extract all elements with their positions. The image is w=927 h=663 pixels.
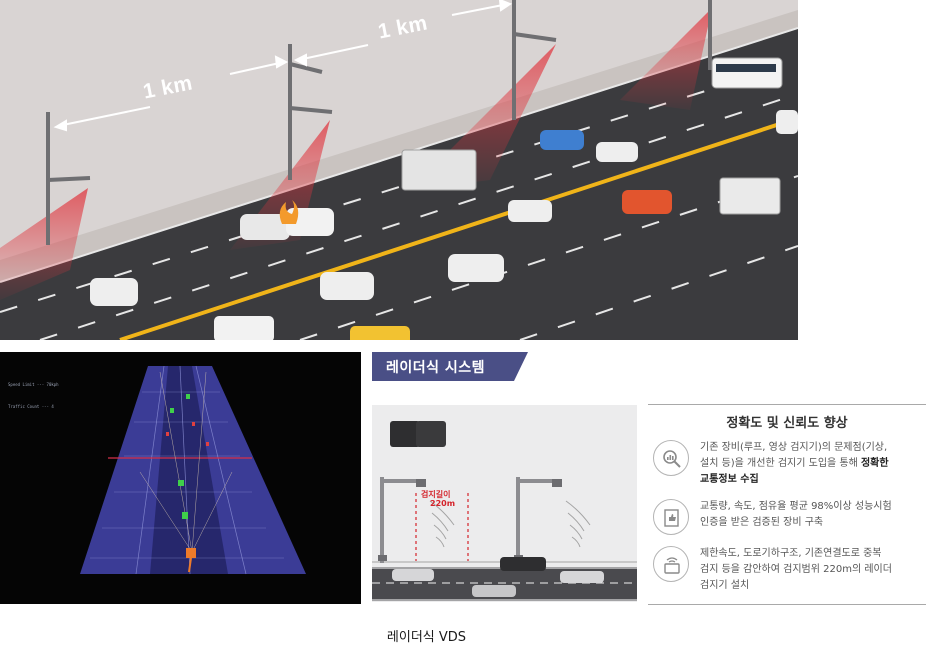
radar-device-icon xyxy=(653,546,689,582)
road-vehicles xyxy=(392,557,604,597)
info-bottom-divider xyxy=(648,604,926,605)
radar-count-readout: Traffic Count --- 4 xyxy=(8,404,54,409)
info-item: 교통량, 속도, 점유율 평균 98%이상 성능시험 인증을 받은 검증된 장비… xyxy=(648,499,926,543)
gantry-poles xyxy=(46,0,712,245)
certificate-thumb-icon xyxy=(653,499,689,535)
info-item-2-line2: 인증을 받은 검증된 장비 구축 xyxy=(700,517,824,528)
system-title-banner: 레이더식 시스템 xyxy=(372,352,528,381)
accuracy-info-panel: 정확도 및 신뢰도 향상 기존 장비(루프, 영상 검지기)의 문제점(기상, … xyxy=(648,404,926,605)
radar-device-icon xyxy=(390,421,446,447)
info-item-3-line2: 검지 등을 감안하여 검지범위 220m의 레이더 xyxy=(700,564,892,575)
radar-system-illustration: 검지길이 220m xyxy=(372,405,637,602)
info-item-3-line1: 제한속도, 도로기하구조, 기존연결도로 중복 xyxy=(700,548,882,559)
magnifier-chart-icon xyxy=(653,440,689,476)
figure-caption: 레이더식 VDS xyxy=(386,630,467,645)
system-title: 레이더식 시스템 xyxy=(386,360,486,376)
info-item: 제한속도, 도로기하구조, 기존연결도로 중복 검지 등을 감안하여 검지범위 … xyxy=(648,546,926,591)
info-item-3-line3: 검지기 설치 xyxy=(700,580,750,591)
info-heading: 정확도 및 신뢰도 향상 xyxy=(726,416,848,431)
radar-detection-screen: Speed Limit --- 70kph Traffic Count --- … xyxy=(0,352,361,604)
center-line xyxy=(119,116,798,340)
road-surface xyxy=(0,28,798,340)
info-item-1-highlight-2: 교통정보 수집 xyxy=(700,474,759,485)
info-item-2-line1: 교통량, 속도, 점유율 평균 98%이상 성능시험 xyxy=(700,501,892,512)
info-item-1-line2: 설치 등)을 개선한 검지기 도입을 통해 xyxy=(700,458,861,469)
highway-scene xyxy=(0,0,798,340)
info-item-1-highlight: 정확한 xyxy=(860,458,889,469)
radar-sensor-marker xyxy=(186,548,196,558)
vehicles xyxy=(90,57,798,340)
info-top-divider xyxy=(648,404,926,405)
radar-speed-readout: Speed Limit --- 70kph xyxy=(8,382,59,387)
detected-targets xyxy=(166,394,209,519)
highway-illustration: 1 km 1 km xyxy=(0,0,798,340)
radar-system-diagram xyxy=(372,405,637,602)
detection-length-value: 220m xyxy=(430,499,456,508)
sensor-poles xyxy=(380,477,556,563)
info-item-1-line1: 기존 장비(루프, 영상 검지기)의 문제점(기상, xyxy=(700,442,888,453)
radar-lane-visualization xyxy=(0,352,361,604)
accident-flame-icon xyxy=(279,200,299,224)
info-item: 기존 장비(루프, 영상 검지기)의 문제점(기상, 설치 등)을 개선한 검지… xyxy=(648,440,926,485)
detection-length-label: 검지길이 xyxy=(421,490,451,499)
